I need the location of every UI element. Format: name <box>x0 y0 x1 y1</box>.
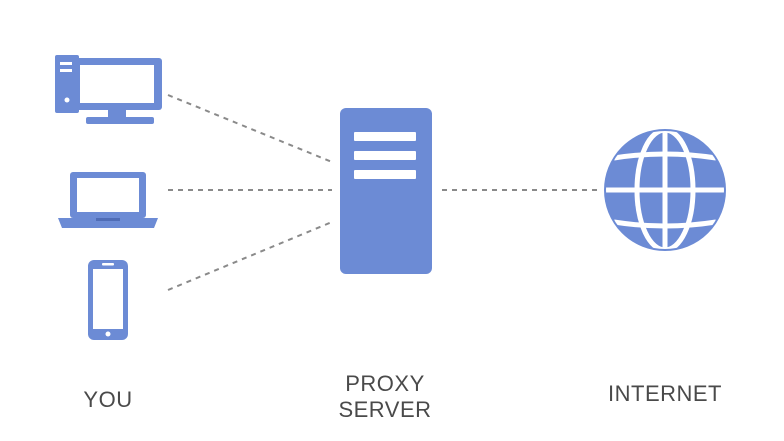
server-icon <box>340 108 432 274</box>
smartphone-icon <box>88 260 128 340</box>
connectors <box>167 94 598 291</box>
globe-icon <box>604 127 726 253</box>
connector-smartphone-proxy <box>167 221 333 291</box>
internet-label: INTERNET <box>608 381 722 406</box>
you-label: YOU <box>83 387 133 412</box>
desktop-computer-icon <box>55 55 162 124</box>
laptop-icon <box>58 172 158 228</box>
connector-desktop-proxy <box>167 94 333 163</box>
proxy-label-line1: PROXY <box>345 371 425 396</box>
proxy-server-label: PROXY SERVER <box>315 371 455 423</box>
proxy-label-line2: SERVER <box>338 397 432 422</box>
